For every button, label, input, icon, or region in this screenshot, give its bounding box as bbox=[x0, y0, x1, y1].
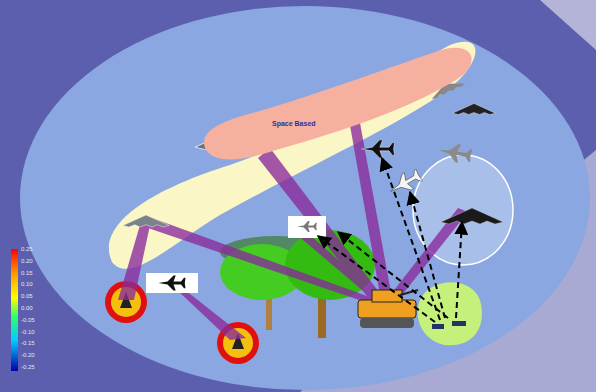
colorbar-tick: -0.15 bbox=[21, 340, 35, 346]
colorbar-tick: -0.10 bbox=[21, 329, 35, 335]
colorbar-tick: 0.05 bbox=[21, 293, 33, 299]
region-label: Space Based bbox=[272, 120, 316, 127]
colorbar-tick: -0.05 bbox=[21, 317, 35, 323]
region-band: Space Based bbox=[196, 40, 476, 165]
colorbar-tick: 0.15 bbox=[21, 270, 33, 276]
colorbar-tick: 0.20 bbox=[21, 258, 33, 264]
colorbar-tick: 0.10 bbox=[21, 281, 33, 287]
colorbar-tick: 0.00 bbox=[21, 305, 33, 311]
colorbar-tick: -0.25 bbox=[21, 364, 35, 370]
colorbar-tick: -0.20 bbox=[21, 352, 35, 358]
colorbar-tick: 0.25 bbox=[21, 246, 33, 252]
band-outline bbox=[196, 40, 476, 165]
